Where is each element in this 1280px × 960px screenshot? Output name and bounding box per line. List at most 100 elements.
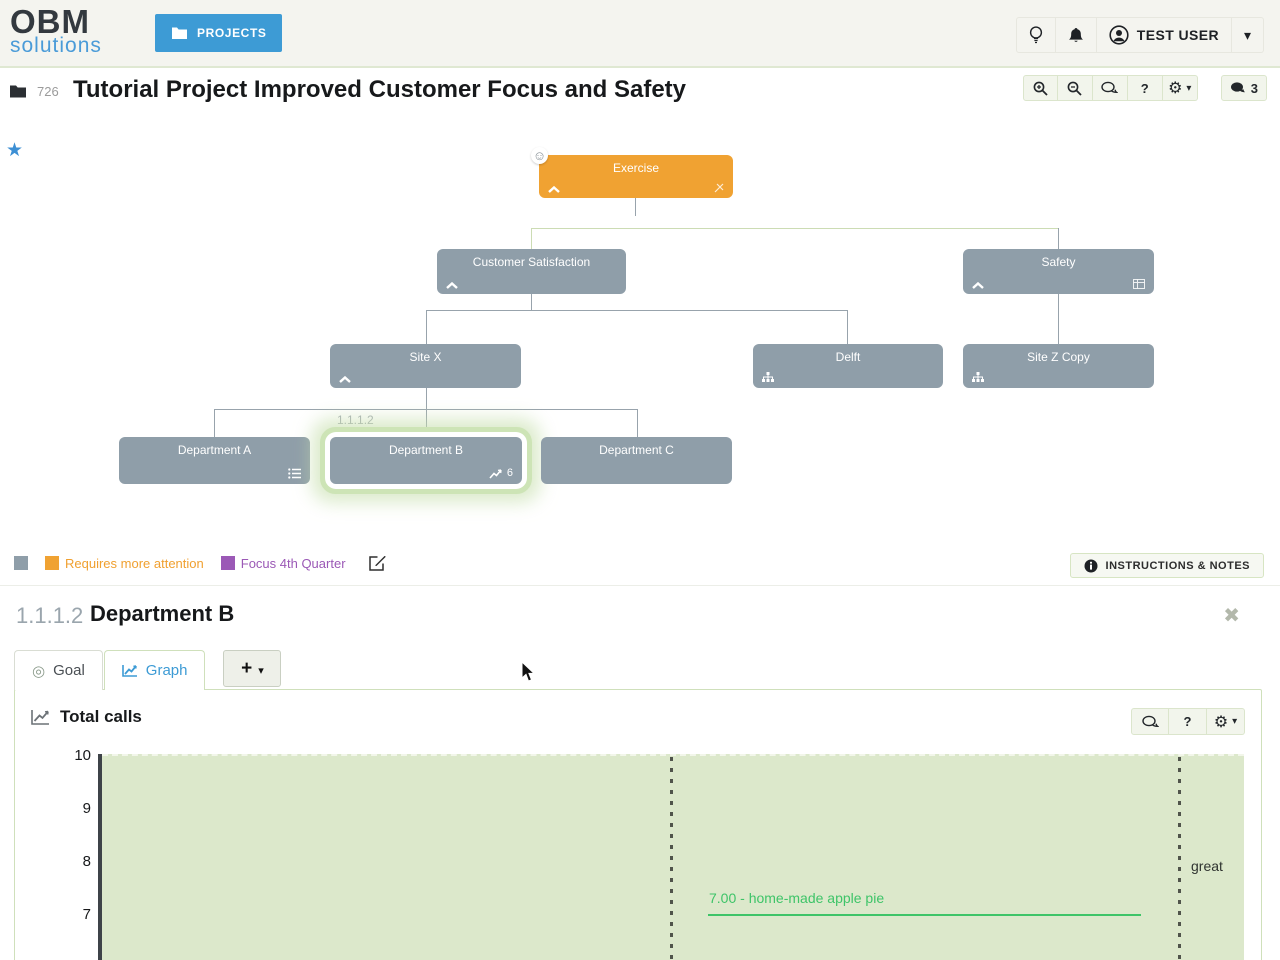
legend-swatch-purple [220, 556, 235, 570]
lightbulb-button[interactable] [1015, 17, 1056, 53]
connector [637, 409, 638, 437]
legend-label: Focus 4th Quarter [240, 555, 346, 571]
graph-help-button[interactable]: ? [1169, 708, 1207, 735]
tree-node-site-z-copy[interactable]: Site Z Copy [963, 344, 1154, 388]
sitemap-icon [972, 372, 984, 383]
notifications-button[interactable] [1055, 17, 1097, 53]
connector [847, 310, 848, 344]
tree-node-department-b[interactable]: Department B 6 [330, 437, 522, 484]
instructions-notes-button[interactable]: INSTRUCTIONS & NOTES [1069, 553, 1264, 578]
node-label: Exercise [612, 161, 659, 175]
logo-line2: solutions [10, 34, 102, 57]
project-id: 726 [37, 84, 59, 99]
detail-tabbar: ◎ Goal Graph + ▾ [14, 650, 282, 692]
close-detail-icon[interactable]: ✖ [1223, 605, 1240, 627]
connector [426, 310, 427, 344]
collapse-chevron-icon[interactable] [972, 282, 984, 289]
goal-line[interactable] [708, 914, 1141, 916]
smiley-icon: ☺ [531, 147, 548, 164]
instructions-label: INSTRUCTIONS & NOTES [1105, 559, 1250, 572]
edit-legend-icon[interactable] [368, 555, 386, 571]
plot-area[interactable] [102, 754, 1244, 960]
tab-label: Goal [53, 662, 85, 679]
comments-count: 3 [1250, 80, 1258, 96]
project-title-bar: 726 Tutorial Project Improved Customer F… [0, 68, 1280, 118]
graph-settings-button[interactable]: ⚙ ▾ [1207, 708, 1245, 735]
detail-section: 1.1.1.2 Department B ✖ ◎ Goal Graph + ▾ … [0, 585, 1280, 960]
obm-logo[interactable]: OBM solutions [10, 5, 102, 56]
connector [426, 409, 427, 437]
line-chart-icon [121, 664, 138, 677]
node-label: Site Z Copy [1027, 350, 1090, 364]
y-tick: 10 [74, 747, 91, 764]
attachment-icon [714, 183, 724, 193]
legend-label: Requires more attention [65, 555, 204, 571]
connector [1058, 228, 1059, 249]
graph-toolbar: ? ⚙ ▾ [1131, 708, 1245, 735]
tree-node-safety[interactable]: Safety [963, 249, 1154, 294]
folder-icon [171, 26, 188, 40]
connector [531, 228, 1058, 229]
comments-toggle-button[interactable] [1092, 75, 1128, 101]
tree-node-customer-satisfaction[interactable]: Customer Satisfaction [437, 249, 626, 294]
graph-title: Total calls [60, 707, 142, 726]
question-icon: ? [1140, 80, 1149, 96]
user-menu-button[interactable]: TEST USER [1096, 17, 1232, 53]
detail-code: 1.1.1.2 [16, 603, 84, 628]
project-folder-icon [9, 84, 27, 99]
chevron-down-icon: ▾ [1186, 82, 1192, 94]
connector [214, 409, 637, 410]
node-label: Customer Satisfaction [472, 255, 591, 269]
gear-icon: ⚙ [1213, 713, 1229, 731]
line-chart-icon [489, 468, 503, 479]
selected-node-code: 1.1.1.2 [337, 413, 374, 427]
title-toolbar: ? ⚙ ▾ 3 [1022, 75, 1267, 101]
settings-button[interactable]: ⚙ ▾ [1162, 75, 1198, 101]
node-label: Delft [835, 350, 861, 364]
lightbulb-icon [1029, 26, 1043, 44]
line-chart-icon [31, 709, 50, 725]
connector [426, 310, 847, 311]
help-button[interactable]: ? [1127, 75, 1163, 101]
y-axis [98, 754, 102, 960]
legend-item-attention: Requires more attention [45, 556, 204, 571]
collapse-chevron-icon[interactable] [339, 376, 351, 383]
user-dropdown-button[interactable]: ▾ [1231, 17, 1264, 53]
chevron-down-icon: ▾ [1243, 26, 1251, 43]
connector [214, 409, 215, 437]
info-icon [1084, 559, 1098, 573]
tree-node-site-x[interactable]: Site X [330, 344, 521, 388]
goal-icon: ◎ [32, 662, 46, 680]
node-label: Safety [1041, 255, 1076, 269]
dotted-guide-left [670, 757, 673, 960]
tree-node-exercise[interactable]: ☺ Exercise [531, 147, 733, 198]
connector [531, 294, 532, 310]
chevron-down-icon: ▾ [1232, 716, 1238, 727]
strategy-tree: ★ 1.1.1.2 ☺ Exercise Customer Satisfacti… [0, 118, 1280, 545]
user-icon [1109, 25, 1129, 45]
graph-comments-button[interactable] [1131, 708, 1169, 735]
y-tick: 7 [82, 906, 91, 923]
chevron-down-icon: ▾ [258, 664, 264, 677]
y-tick: 9 [82, 800, 91, 817]
legend-item-focus: Focus 4th Quarter [220, 555, 346, 571]
connector [531, 228, 532, 249]
comments-count-button[interactable]: 3 [1220, 75, 1267, 101]
tree-node-department-c[interactable]: Department C [541, 437, 732, 484]
projects-button[interactable]: PROJECTS [155, 14, 283, 52]
zoom-in-button[interactable] [1022, 75, 1058, 101]
add-widget-button[interactable]: + ▾ [223, 650, 282, 687]
favorite-star-icon[interactable]: ★ [6, 140, 24, 161]
zoom-out-button[interactable] [1057, 75, 1093, 101]
tab-goal[interactable]: ◎ Goal [14, 650, 103, 690]
collapse-chevron-icon[interactable] [446, 282, 458, 289]
tree-node-department-a[interactable]: Department A [119, 437, 310, 484]
graph-panel: Total calls ? ⚙ ▾ 10 9 8 7 7.00 - home-m… [14, 689, 1262, 960]
node-label: Department B [388, 443, 464, 457]
plus-icon: + [241, 657, 253, 679]
collapse-chevron-icon[interactable] [548, 186, 560, 193]
legend-swatch-default [14, 556, 28, 570]
tree-node-delft[interactable]: Delft [753, 344, 943, 388]
node-label: Site X [409, 350, 442, 364]
tab-graph[interactable]: Graph [103, 650, 206, 692]
